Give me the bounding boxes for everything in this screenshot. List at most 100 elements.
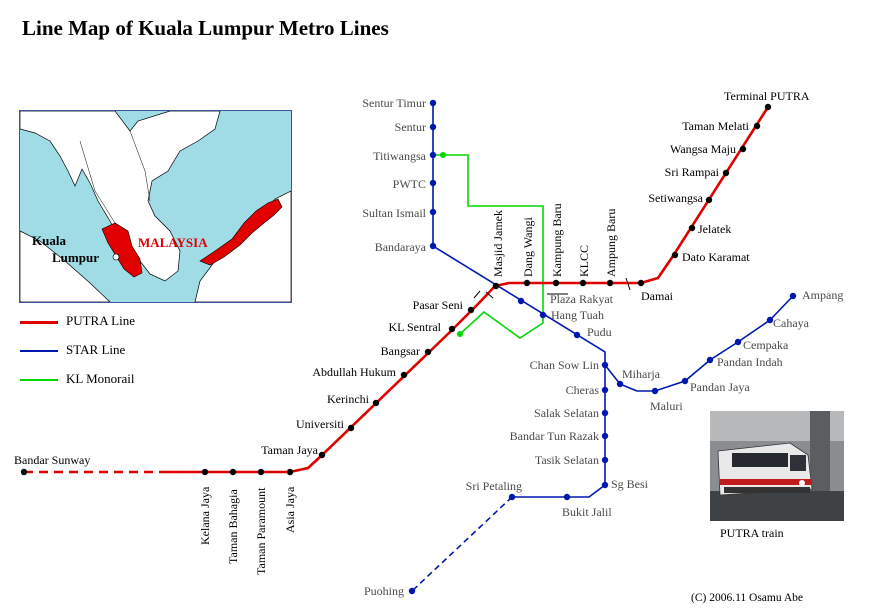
label-hang-tuah: Hang Tuah — [551, 308, 604, 322]
station-dot-chan-sow-lin[interactable] — [601, 361, 609, 369]
station-dot-kerinchi[interactable] — [372, 399, 380, 407]
label-dato-karamat: Dato Karamat — [682, 250, 750, 264]
label-sri-rampai: Sri Rampai — [665, 165, 720, 179]
station-dot-dang-wangi[interactable] — [523, 279, 531, 287]
inset-city-label-line1: Kuala — [32, 233, 66, 248]
station-dot-sentur[interactable] — [429, 123, 437, 131]
station-dot-sri-petaling[interactable] — [508, 493, 516, 501]
station-dots — [20, 99, 797, 595]
station-dot-sentur-timur[interactable] — [429, 99, 437, 107]
station-dot-masjid-jamek[interactable] — [492, 282, 500, 290]
label-bandaraya: Bandaraya — [375, 240, 427, 254]
putra-train-photo — [710, 411, 844, 521]
label-wangsa-maju: Wangsa Maju — [670, 142, 736, 156]
station-dot-bandaraya[interactable] — [429, 242, 437, 250]
copyright-notice: (C) 2006.11 Osamu Abe — [691, 592, 804, 604]
inset-city-label-line2: Lumpur — [52, 250, 99, 265]
station-dot-pandan-jaya[interactable] — [681, 377, 689, 385]
station-dot-jelatek[interactable] — [688, 224, 696, 232]
label-cahaya: Cahaya — [773, 316, 810, 330]
station-dot-sg-besi[interactable] — [601, 481, 609, 489]
label-pandan-jaya: Pandan Jaya — [690, 380, 750, 394]
label-bukit-jalil: Bukit Jalil — [562, 505, 612, 519]
label-jelatek: Jelatek — [698, 222, 731, 236]
station-dot-damai[interactable] — [637, 279, 645, 287]
station-dot-maluri[interactable] — [651, 387, 659, 395]
station-dot-salak-selatan[interactable] — [601, 409, 609, 417]
putra-line — [24, 106, 770, 474]
monorail-dot-kl-sentral[interactable] — [457, 331, 463, 337]
station-dot-pwtc[interactable] — [429, 179, 437, 187]
station-dot-cempaka[interactable] — [734, 338, 742, 346]
label-terminal-putra: Terminal PUTRA — [724, 89, 810, 103]
inset-malaysia-borneo — [199, 198, 283, 266]
putra-line-main — [160, 106, 770, 474]
label-pasar-seni: Pasar Seni — [413, 298, 464, 312]
station-dot-kampung-baru[interactable] — [552, 279, 560, 287]
legend-label-monorail: KL Monorail — [66, 371, 135, 386]
station-dot-cheras[interactable] — [601, 386, 609, 394]
station-dot-kl-sentral[interactable] — [448, 325, 456, 333]
station-dot-bandar-tun-razak[interactable] — [601, 432, 609, 440]
station-dot-universiti[interactable] — [347, 424, 355, 432]
station-dot-kelana-jaya[interactable] — [201, 468, 209, 476]
station-dot-sri-rampai[interactable] — [722, 169, 730, 177]
station-dot-taman-bahagia[interactable] — [229, 468, 237, 476]
inset-map: MALAYSIA Kuala Lumpur — [19, 110, 292, 303]
station-dot-klcc[interactable] — [579, 279, 587, 287]
star-line-puohing-extension — [411, 496, 513, 592]
station-dot-ampung-baru[interactable] — [606, 279, 614, 287]
label-masjid-jamek: Masjid Jamek — [491, 210, 505, 277]
station-dot-dato-karamat[interactable] — [671, 251, 679, 259]
label-cempaka: Cempaka — [743, 338, 789, 352]
inset-border-line — [79, 140, 96, 192]
station-dot-taman-paramount[interactable] — [257, 468, 265, 476]
label-ampang: Ampang — [802, 288, 843, 302]
label-abdullah-hukum: Abdullah Hukum — [312, 365, 396, 379]
label-damai: Damai — [641, 289, 674, 303]
star-line-ampang-branch — [604, 295, 794, 392]
label-pwtc: PWTC — [393, 177, 426, 191]
station-dot-bandar-sunway[interactable] — [20, 468, 28, 476]
label-asia-jaya: Asia Jaya — [283, 486, 297, 533]
monorail-dot-titiwangsa[interactable] — [440, 152, 446, 158]
label-titiwangsa: Titiwangsa — [373, 149, 427, 163]
station-dot-abdullah-hukum[interactable] — [400, 371, 408, 379]
label-sentur-timur: Sentur Timur — [362, 96, 426, 110]
station-dot-setiwangsa[interactable] — [705, 196, 713, 204]
star-labels: Sentur Timur Sentur Titiwangsa PWTC Sult… — [362, 96, 843, 598]
station-dot-pandan-indah[interactable] — [706, 356, 714, 364]
station-dot-asia-jaya[interactable] — [286, 468, 294, 476]
label-plaza-rakyat: Plaza Rakyat — [550, 292, 614, 306]
legend-swatch-putra — [20, 321, 58, 324]
station-dot-terminal-putra[interactable] — [764, 103, 772, 111]
station-dot-plaza-rakyat[interactable] — [517, 297, 525, 305]
station-dot-puohing[interactable] — [408, 587, 416, 595]
inset-border-line — [94, 190, 116, 224]
station-dot-tasik-selatan[interactable] — [601, 456, 609, 464]
photo-caption: PUTRA train — [720, 526, 784, 540]
station-dot-taman-jaya[interactable] — [318, 451, 326, 459]
station-dot-bukit-jalil[interactable] — [563, 493, 571, 501]
station-dot-miharja[interactable] — [616, 380, 624, 388]
label-universiti: Universiti — [296, 417, 345, 431]
label-pudu: Pudu — [587, 325, 612, 339]
label-chan-sow-lin: Chan Sow Lin — [530, 358, 599, 372]
putra-labels: Bandar Sunway Kelana Jaya Taman Bahagia … — [14, 89, 810, 575]
inset-land-sumatra — [20, 230, 111, 302]
station-dot-pasar-seni[interactable] — [467, 306, 475, 314]
station-dot-wangsa-maju[interactable] — [739, 145, 747, 153]
station-dot-hang-tuah[interactable] — [539, 311, 547, 319]
station-dot-ampang[interactable] — [789, 292, 797, 300]
station-dot-bangsar[interactable] — [424, 348, 432, 356]
station-dot-taman-melati[interactable] — [753, 122, 761, 130]
station-dot-titiwangsa[interactable] — [429, 151, 437, 159]
label-tasik-selatan: Tasik Selatan — [535, 453, 599, 467]
station-dot-sultan-ismail[interactable] — [429, 208, 437, 216]
station-dot-cahaya[interactable] — [766, 316, 774, 324]
inset-borders — [79, 130, 151, 224]
station-dot-pudu[interactable] — [573, 331, 581, 339]
map-title: Line Map of Kuala Lumpur Metro Lines — [22, 16, 389, 40]
interchange-mark — [473, 290, 481, 299]
label-puohing: Puohing — [364, 584, 404, 598]
